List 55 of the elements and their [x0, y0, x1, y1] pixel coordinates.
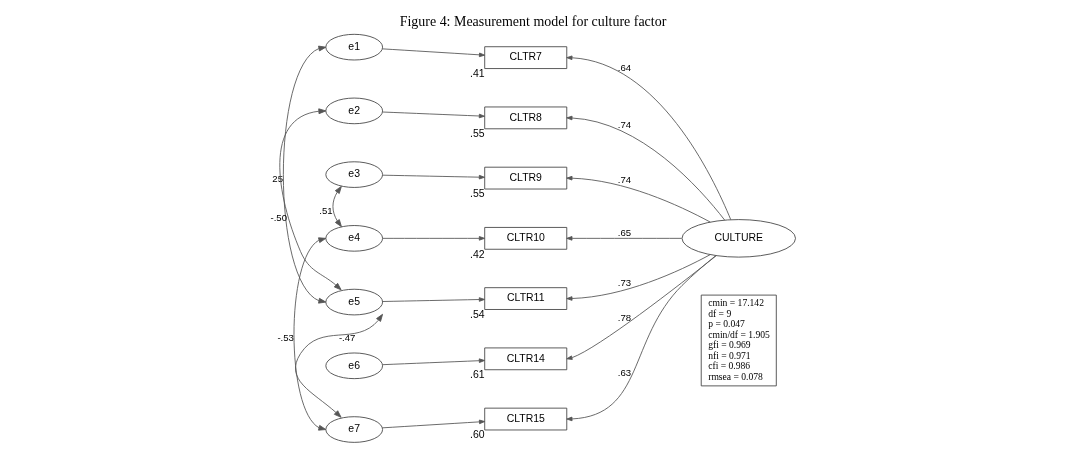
node-label: .55 — [470, 128, 485, 140]
node-box: CLTR7 — [484, 46, 568, 69]
node-box: CLTR15 — [484, 407, 568, 431]
edge-label: .63 — [617, 367, 632, 379]
arrow — [566, 255, 717, 422]
arrow — [293, 237, 327, 431]
node-box: CLTR9 — [484, 166, 568, 190]
edge-label: .51 — [319, 205, 333, 217]
arrow — [566, 115, 726, 221]
arrow — [382, 358, 485, 366]
edge-label: -.47 — [338, 331, 356, 343]
node-box: CLTR14 — [484, 347, 568, 371]
edge-label: .73 — [617, 277, 632, 289]
arrow — [295, 313, 383, 418]
node-label: .42 — [470, 248, 485, 260]
arrow — [332, 185, 342, 228]
arrow — [381, 48, 486, 58]
node-ellipse: e7 — [325, 416, 383, 443]
arrow — [382, 236, 485, 241]
edge-label: -.50 — [270, 211, 288, 223]
edge-label: .65 — [617, 226, 632, 238]
diagram-title: Figure 4: Measurement model for culture factor — [399, 14, 667, 30]
edge-label: -.53 — [277, 332, 294, 344]
node-label: .55 — [470, 188, 485, 200]
edge-label: 25 — [272, 173, 284, 185]
node-box: CLTR11 — [484, 287, 568, 310]
arrow — [566, 255, 717, 360]
node-ellipse: e1 — [325, 33, 383, 61]
node-ellipse: e5 — [325, 288, 383, 316]
node-ellipse: e3 — [325, 161, 383, 188]
edge-label: .64 — [617, 61, 632, 73]
node-label: .60 — [470, 429, 485, 441]
node-ellipse: e4 — [325, 225, 383, 252]
arrow — [381, 419, 486, 429]
node-ellipse: CULTURE — [681, 219, 796, 258]
node-box: CLTR8 — [484, 106, 568, 130]
arrow — [566, 236, 683, 241]
arrow — [382, 297, 485, 302]
node-ellipse: e2 — [325, 97, 383, 125]
arrow — [282, 45, 327, 304]
edge-label: .78 — [617, 312, 632, 324]
edge-label: .74 — [617, 174, 632, 186]
arrow — [566, 55, 732, 221]
arrow — [566, 175, 711, 223]
node-box: CLTR10 — [484, 227, 568, 250]
node-label: .54 — [470, 308, 485, 320]
node-ellipse: e6 — [325, 352, 383, 380]
arrow — [382, 111, 485, 119]
edge-label: .74 — [617, 119, 632, 131]
node-label: .61 — [470, 369, 485, 381]
arrow — [566, 254, 711, 301]
arrow — [382, 174, 485, 180]
node-box: cmin = 17.142 df = 9 p = 0.047 cmin/df = 1.905 gfi = 0.969 nfi = 0.971 cfi = 0.986 rmsea = 0.078 — [700, 294, 777, 387]
arrow — [279, 108, 342, 291]
node-label: .41 — [470, 67, 485, 79]
